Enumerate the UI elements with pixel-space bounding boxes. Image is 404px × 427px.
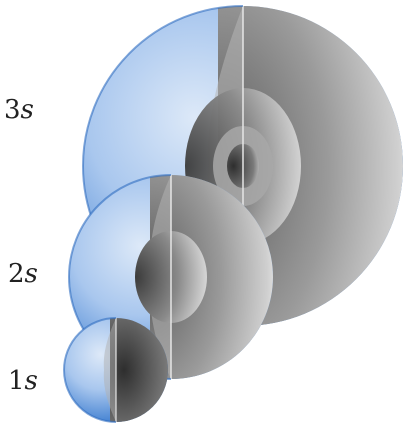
orbital-1s-letter: s bbox=[25, 366, 38, 396]
orbital-2s-number: 2 bbox=[8, 259, 25, 289]
orbital-label-2s: 2s bbox=[8, 261, 38, 287]
orbital-2s-letter: s bbox=[25, 259, 38, 289]
orbital-3s-letter: s bbox=[21, 95, 34, 125]
orbital-label-3s: 3s bbox=[4, 97, 34, 123]
orbital-3s-number: 3 bbox=[4, 95, 21, 125]
orbital-1s-number: 1 bbox=[8, 366, 25, 396]
orbital-label-1s: 1s bbox=[8, 368, 38, 394]
